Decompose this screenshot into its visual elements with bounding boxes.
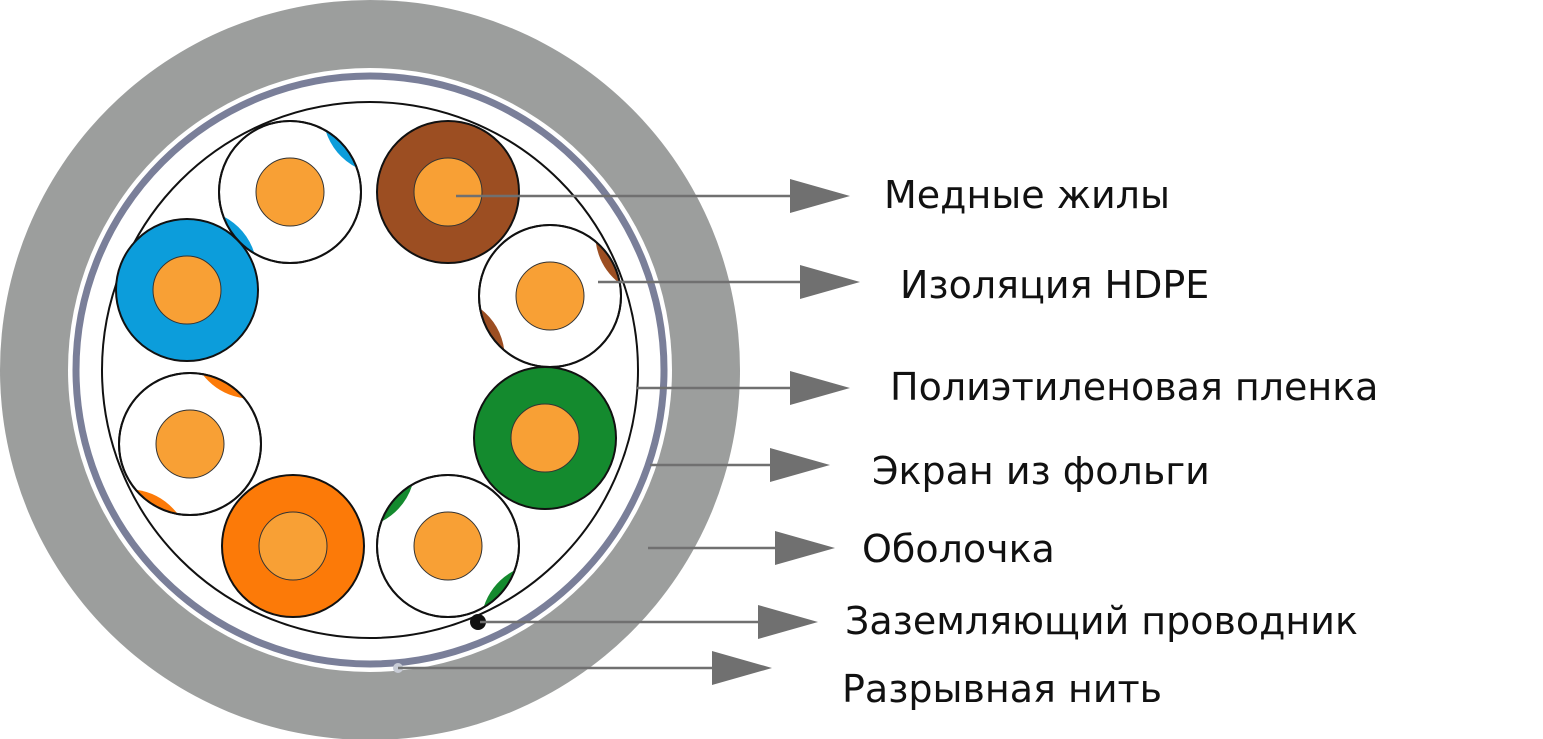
wire-white-orange	[118, 372, 262, 516]
callout-5: Оболочка	[648, 527, 1055, 571]
stripe	[223, 216, 255, 254]
copper-core	[152, 255, 222, 325]
callout-7: Разрывная нить	[398, 651, 1162, 711]
arrowhead-icon	[800, 265, 860, 299]
stripe	[202, 374, 245, 399]
wire-blue	[115, 218, 259, 362]
arrowhead-icon	[775, 531, 835, 565]
callout-label: Медные жилы	[884, 173, 1170, 217]
callout-3: Полиэтиленовая пленка	[636, 365, 1378, 409]
wire-green	[473, 366, 617, 510]
callout-label: Оболочка	[862, 527, 1055, 571]
stripe	[480, 308, 505, 351]
copper-core	[155, 409, 225, 479]
wire-white-brown	[478, 224, 622, 368]
callout-4: Экран из фольги	[650, 448, 1210, 493]
copper-core	[255, 157, 325, 227]
copper-core	[413, 511, 483, 581]
stripe	[325, 130, 357, 168]
arrowhead-icon	[758, 605, 818, 639]
copper-core	[258, 511, 328, 581]
callout-label: Экран из фольги	[872, 449, 1210, 493]
callout-2: Изоляция HDPE	[598, 263, 1209, 307]
wire-white-green	[376, 474, 520, 618]
arrowhead-icon	[770, 448, 830, 482]
stripe	[595, 241, 620, 284]
callout-label: Заземляющий проводник	[845, 599, 1358, 643]
arrowhead-icon	[712, 651, 772, 685]
callout-1: Медные жилы	[456, 173, 1170, 217]
callout-label: Полиэтиленовая пленка	[890, 365, 1378, 409]
wire-brown	[376, 120, 520, 264]
stripe	[483, 570, 515, 608]
wire-orange	[221, 474, 365, 618]
wire-white-blue	[218, 120, 362, 264]
arrowhead-icon	[790, 371, 850, 405]
stripe	[135, 489, 178, 514]
copper-core	[515, 261, 585, 331]
callout-label: Разрывная нить	[842, 667, 1162, 711]
ground-wire	[470, 614, 486, 630]
arrowhead-icon	[790, 179, 850, 213]
copper-core	[510, 403, 580, 473]
foil-screen	[72, 72, 668, 668]
callout-6: Заземляющий проводник	[480, 599, 1358, 643]
callout-label: Изоляция HDPE	[900, 263, 1209, 307]
stripe	[381, 484, 413, 522]
copper-core	[413, 157, 483, 227]
